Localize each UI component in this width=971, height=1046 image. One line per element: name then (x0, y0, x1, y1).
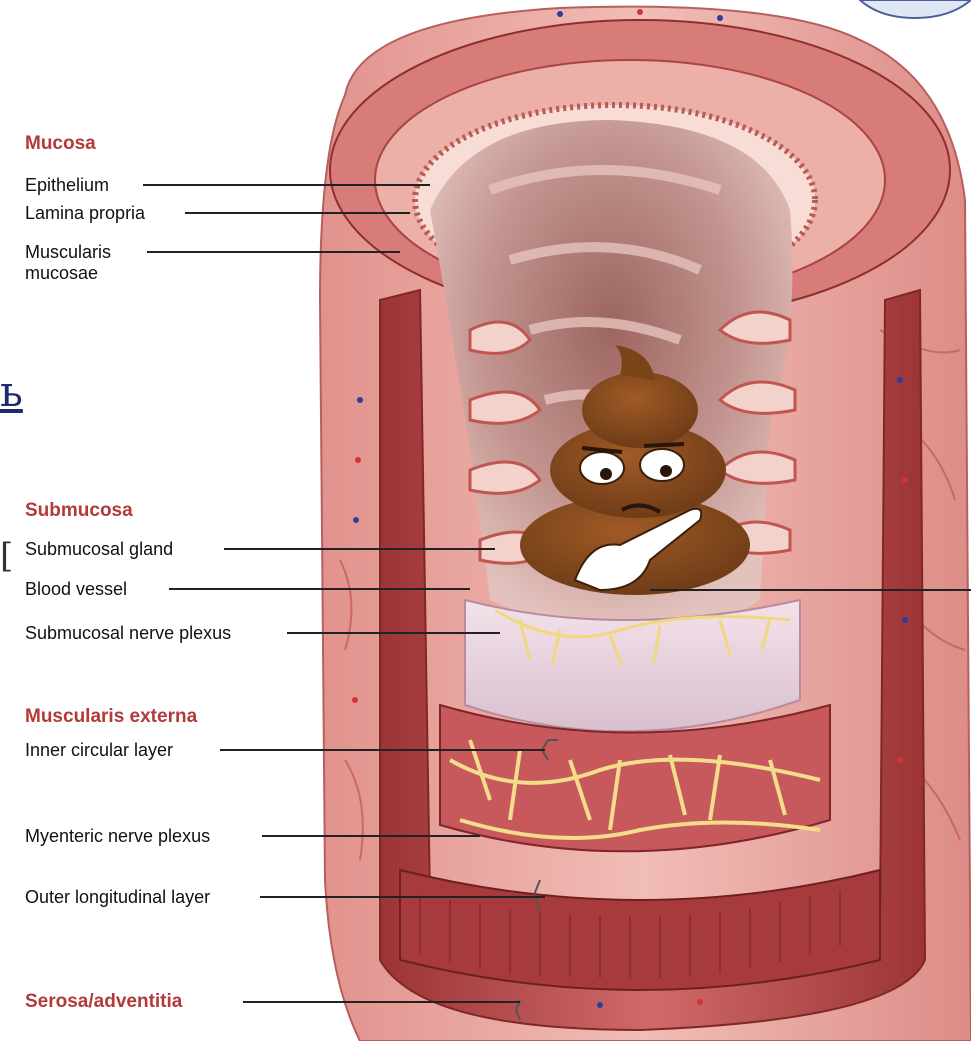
seal-logo (860, 0, 971, 18)
label-blood-vessel: Blood vessel (25, 579, 127, 599)
edge-glyph-bracket: [ (0, 538, 13, 574)
label-mucosae: mucosae (25, 263, 98, 283)
label-submucosal-nerve-plexus: Submucosal nerve plexus (25, 623, 231, 643)
muscularis-heading: Muscularis externa (25, 706, 197, 728)
edge-glyph-underlined: ь (0, 370, 23, 414)
label-submucosal-gland: Submucosal gland (25, 539, 173, 559)
serosa-heading: Serosa/adventitia (25, 991, 182, 1013)
label-myenteric-nerve-plexus: Myenteric nerve plexus (25, 826, 210, 846)
mucosa-heading: Mucosa (25, 133, 96, 155)
label-muscularis: Muscularis (25, 242, 111, 262)
submucosa-heading: Submucosa (25, 500, 133, 522)
label-lamina-propria: Lamina propria (25, 203, 145, 223)
label-epithelium: Epithelium (25, 175, 109, 195)
label-inner-circular-layer: Inner circular layer (25, 740, 173, 760)
label-outer-longitudinal-layer: Outer longitudinal layer (25, 887, 210, 907)
